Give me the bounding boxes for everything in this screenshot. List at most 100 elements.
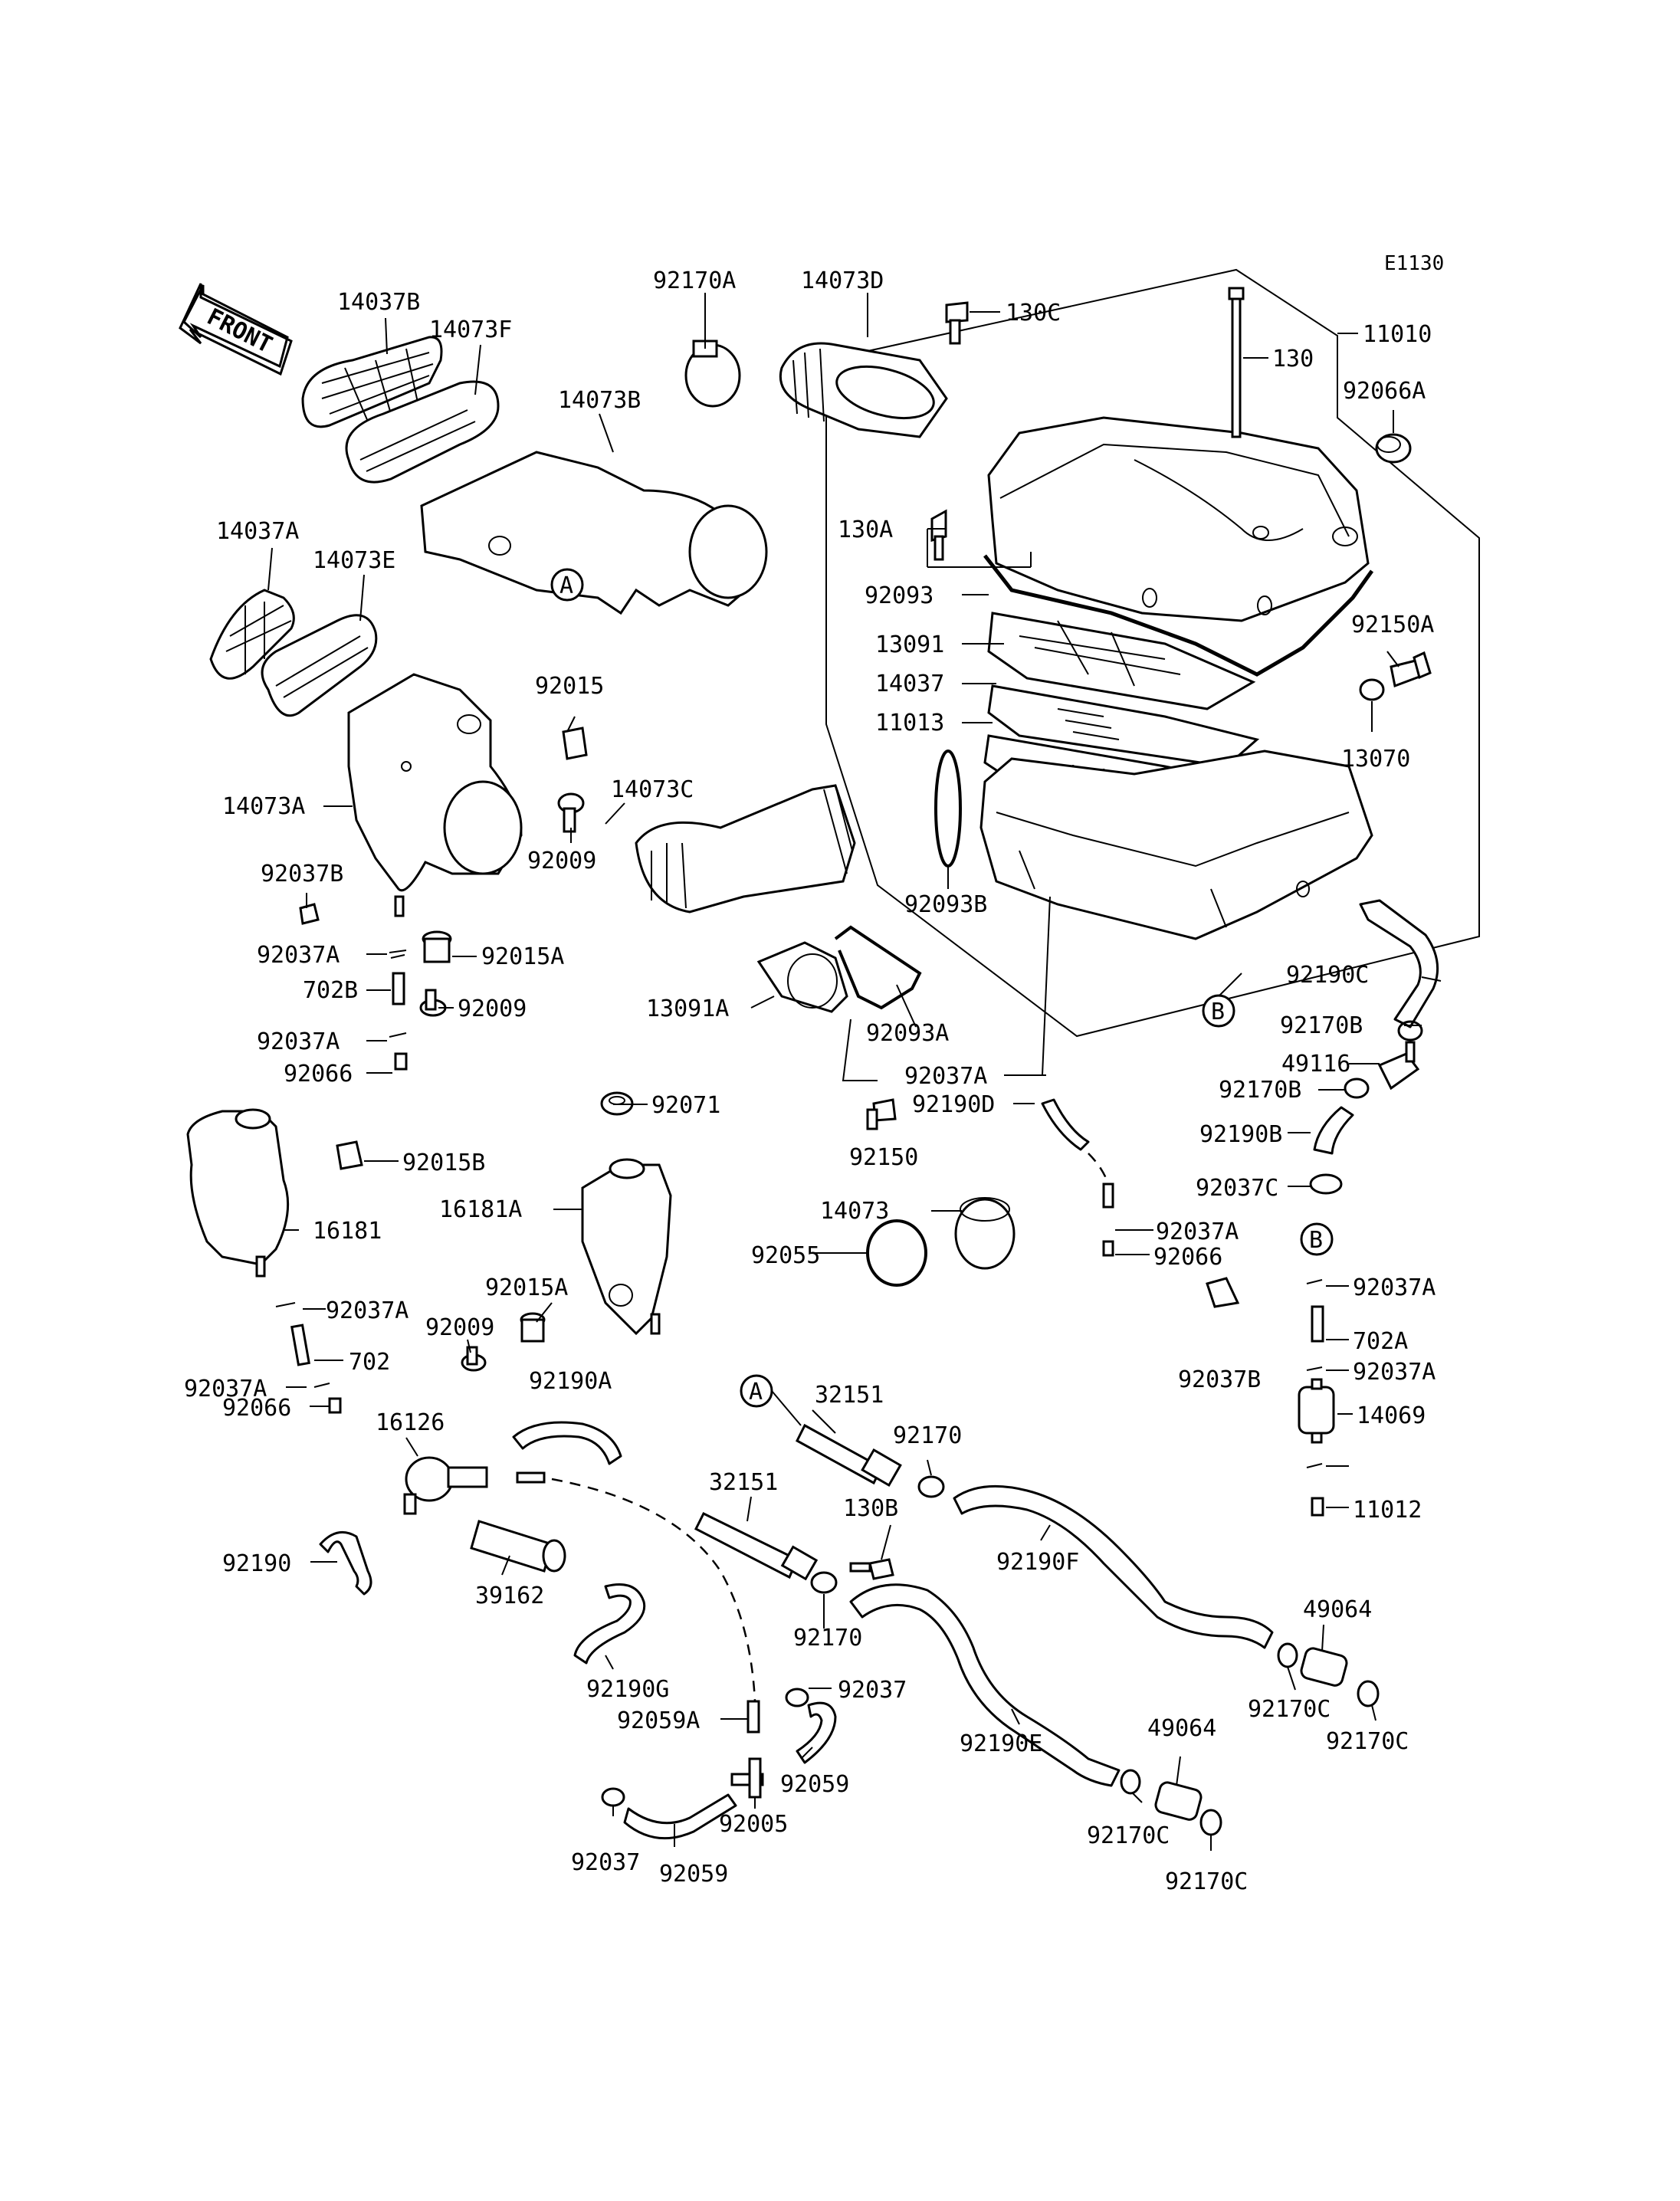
gasket-14073F: [345, 380, 500, 484]
label-92059A: 92059A: [617, 1707, 700, 1734]
frame-13091A: [756, 941, 848, 1013]
label-92066A: 92066A: [1343, 378, 1426, 405]
hose-92190: [319, 1530, 372, 1596]
gasket-14073E: [261, 614, 378, 717]
label-92150A: 92150A: [1351, 612, 1434, 638]
clamp-92170C-c: [1120, 1769, 1141, 1795]
label-92037A-h: 92037A: [184, 1376, 267, 1402]
label-92150: 92150: [849, 1144, 918, 1171]
hose-92190G: [573, 1583, 646, 1665]
label-92170-a: 92170: [893, 1422, 962, 1449]
clamp-92170-a: [917, 1475, 945, 1498]
label-92066-b: 92066: [1153, 1244, 1222, 1271]
label-92093: 92093: [865, 582, 934, 609]
svg-text:B: B: [1309, 1227, 1323, 1254]
clamp-92170B-b: [1344, 1078, 1370, 1099]
label-92055: 92055: [751, 1242, 820, 1269]
label-92037A-f: 92037A: [326, 1297, 409, 1324]
label-92190: 92190: [222, 1550, 291, 1577]
label-39162: 39162: [475, 1583, 544, 1609]
label-14073A: 14073A: [222, 793, 305, 820]
label-92005: 92005: [719, 1811, 788, 1838]
label-92190B: 92190B: [1199, 1121, 1282, 1148]
label-92037B-a: 92037B: [261, 861, 343, 887]
oring-92055: [866, 1219, 927, 1287]
label-14037B: 14037B: [337, 289, 420, 316]
filter-39162: [470, 1520, 566, 1573]
label-92190C: 92190C: [1286, 962, 1369, 989]
label-92015: 92015: [535, 673, 604, 700]
label-92037-a: 92037: [838, 1677, 907, 1704]
label-92009-c: 92009: [425, 1314, 494, 1341]
joint-92005: [730, 1757, 764, 1799]
cap-92066-a: [394, 1052, 408, 1071]
label-92066-a: 92066: [284, 1061, 353, 1087]
plug-11012: [1311, 1497, 1324, 1517]
label-702A: 702A: [1353, 1328, 1408, 1355]
label-13091A: 13091A: [646, 996, 729, 1022]
bolt-92150: [866, 1098, 897, 1130]
label-49064-b: 49064: [1147, 1715, 1216, 1742]
label-92190D: 92190D: [912, 1091, 995, 1118]
tank-16181A: [581, 1158, 672, 1336]
cap-92066-c: [328, 1397, 342, 1414]
clip-92037A-r2: [1306, 1366, 1323, 1371]
hose-92190E: [849, 1583, 1121, 1787]
bolt-92009-a: [557, 792, 585, 833]
clip-92037B-b: [1206, 1277, 1240, 1308]
screen-14037A: [209, 589, 295, 680]
label-92170C-a: 92170C: [1248, 1696, 1331, 1723]
label-92190F: 92190F: [996, 1549, 1079, 1576]
diagram-code: E1130: [1384, 252, 1444, 275]
gasket-92093: [983, 554, 1374, 677]
label-702: 702: [349, 1349, 390, 1376]
clamp-92170-b: [810, 1571, 838, 1594]
label-92170C-d: 92170C: [1165, 1868, 1248, 1895]
label-13070: 13070: [1341, 746, 1410, 772]
air-cleaner-lower-housing: [979, 750, 1373, 940]
collar-92015A-a: [422, 930, 452, 963]
cap-14073: [954, 1197, 1016, 1270]
label-92037-b: 92037: [571, 1849, 640, 1876]
marker-B-right: B: [1300, 1222, 1334, 1256]
hose-92190A: [512, 1421, 622, 1465]
marker-B-top: B: [1202, 994, 1235, 1028]
marker-A-bottom: A: [740, 1374, 773, 1408]
clamp-92170A: [684, 339, 741, 408]
label-14037A: 14037A: [216, 518, 299, 545]
label-92037A-e: 92037A: [1353, 1274, 1436, 1301]
clamp-92037-a: [785, 1688, 809, 1707]
label-92059-a: 92059: [780, 1771, 849, 1798]
damper-49064-a: [1300, 1647, 1348, 1687]
label-16181: 16181: [313, 1218, 382, 1245]
bolt-92150A: [1390, 651, 1432, 688]
label-92190E: 92190E: [960, 1730, 1042, 1757]
part-labels: 14037B 14073F 92170A 14073D 130C 130 110…: [184, 267, 1436, 1895]
valve-16126: [403, 1456, 488, 1515]
bolt-92009-c: [461, 1346, 487, 1372]
label-92071: 92071: [651, 1092, 720, 1119]
hose-92190D: [1041, 1098, 1090, 1151]
label-92093B: 92093B: [904, 891, 987, 918]
label-16126: 16126: [376, 1409, 445, 1436]
label-14037: 14037: [875, 671, 944, 697]
label-92009-a: 92009: [527, 848, 596, 874]
label-92015B: 92015B: [402, 1150, 485, 1176]
hose-92059-b: [623, 1793, 737, 1840]
label-92170A: 92170A: [653, 267, 736, 294]
label-11013: 11013: [875, 710, 944, 736]
label-14073: 14073: [820, 1198, 889, 1225]
label-14073C: 14073C: [611, 776, 694, 803]
sleeve-92059A: [746, 1700, 760, 1734]
clamp-92170C-d: [1199, 1809, 1222, 1836]
label-92037A-d: 92037A: [1156, 1219, 1239, 1245]
duct-14073B: [420, 451, 768, 615]
grommet-13070: [1359, 678, 1385, 701]
label-92059-b: 92059: [659, 1861, 728, 1888]
label-92170-b: 92170: [793, 1625, 862, 1652]
clip-92037A-a: [389, 950, 407, 959]
label-92170B-a: 92170B: [1280, 1012, 1363, 1039]
sleeve-702B: [392, 972, 405, 1005]
clip-92037A-l2: [313, 1383, 330, 1388]
tank-16181: [186, 1108, 290, 1278]
